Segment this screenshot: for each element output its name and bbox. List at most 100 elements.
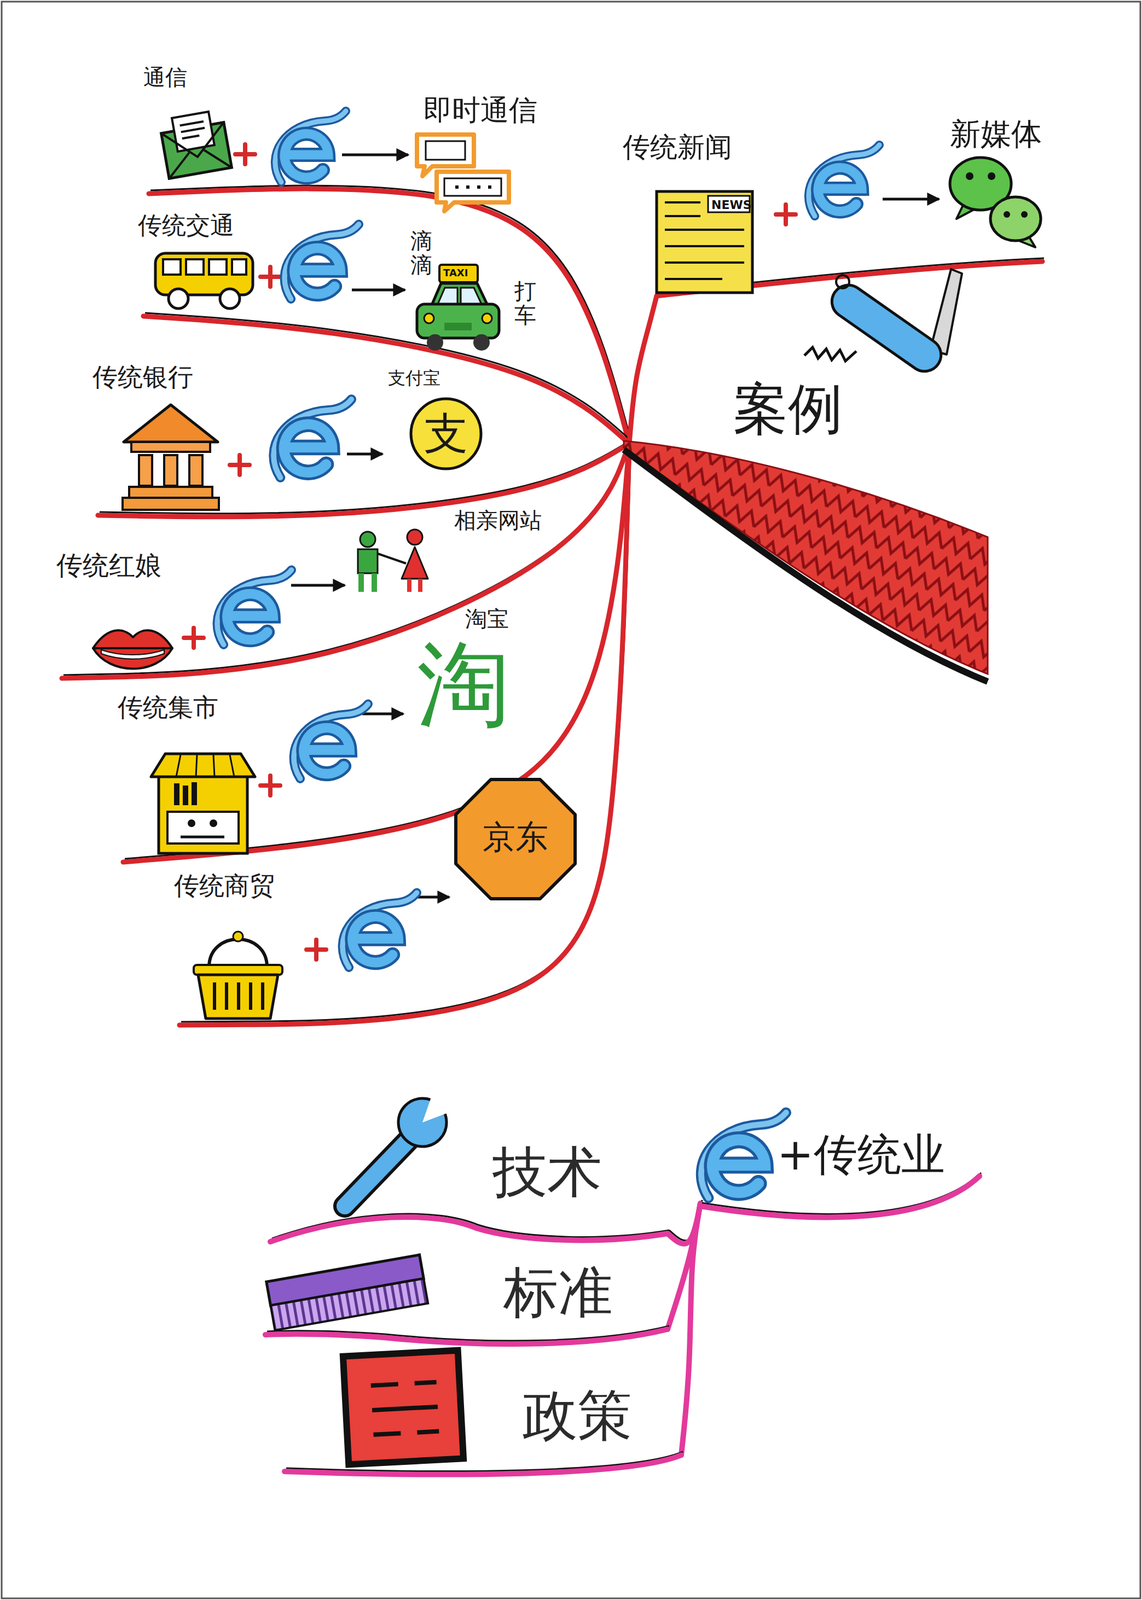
lips-icon	[93, 630, 173, 649]
market-stall-icon	[191, 782, 197, 806]
branch-line	[629, 296, 657, 444]
plus-sign	[235, 144, 255, 165]
policy-book-icon	[343, 1351, 464, 1466]
icon-text: NEWS	[711, 198, 752, 212]
taxi-icon	[424, 313, 434, 324]
basket-icon	[193, 931, 283, 1019]
internet-e-icon	[808, 145, 880, 217]
bank-icon	[129, 487, 213, 498]
branch-line	[681, 1200, 703, 1456]
market-stall-icon	[167, 812, 239, 844]
node-label: 支	[410, 412, 482, 456]
internet-e-icon	[275, 111, 346, 183]
bank-icon	[123, 404, 218, 443]
plus-sign	[775, 204, 796, 225]
plus-sign	[260, 775, 281, 796]
couple-icon	[357, 529, 428, 593]
internet-e-icon	[273, 399, 352, 478]
market-stall-icon	[151, 754, 255, 778]
market-stall-icon	[187, 819, 196, 828]
result-item: 即时通信	[408, 91, 573, 215]
market-stall-icon	[151, 754, 255, 854]
arrow-connector	[882, 198, 939, 201]
node-label: 传统集市	[117, 693, 219, 723]
node-label: 支付宝	[387, 368, 441, 389]
source-item: 传统交通	[132, 204, 352, 317]
lips-icon	[93, 648, 173, 670]
couple-icon	[409, 578, 421, 593]
couple-icon	[377, 553, 407, 564]
source-item: 通信	[137, 61, 342, 194]
node-label: 传统新闻	[622, 131, 733, 164]
couple-icon	[361, 573, 375, 593]
chat-icon	[455, 185, 492, 189]
bus-icon	[219, 288, 240, 309]
lips-icon	[93, 630, 173, 669]
arrow-connector	[351, 288, 405, 292]
branch-line	[97, 443, 630, 518]
bank-icon	[138, 455, 153, 486]
source-item: 传统商贸	[168, 867, 414, 1026]
node-label: 技术	[492, 1140, 602, 1204]
branch-line	[629, 292, 659, 444]
wrench-icon	[344, 1094, 455, 1207]
node-label: 案例	[733, 377, 843, 441]
arrow-connector	[882, 199, 939, 200]
comb-icon	[266, 1255, 428, 1331]
source-item: 传统红娘	[50, 546, 292, 679]
node-label: 政策	[522, 1384, 633, 1448]
arrow-connector	[341, 154, 409, 156]
arrow-connector	[291, 585, 345, 587]
newspaper-icon	[656, 191, 753, 293]
result-item: 相亲网站	[344, 503, 553, 600]
arrow-connector	[346, 454, 383, 455]
band-outline	[270, 1217, 668, 1243]
branch-line	[181, 440, 631, 1023]
bank-icon	[131, 442, 211, 452]
case-branch-band	[623, 441, 988, 682]
internet-e-icon	[293, 704, 369, 780]
node-label: 传统商贸	[174, 871, 275, 901]
basket-icon	[214, 982, 263, 1011]
arrow-connector	[351, 290, 405, 291]
branch-line	[681, 1203, 701, 1456]
internet-e-icon	[217, 570, 292, 646]
node-label: 传统交通	[137, 211, 235, 240]
branch-line	[97, 440, 631, 518]
swiss-knife-icon	[825, 278, 948, 378]
node-label: 标准	[503, 1261, 613, 1325]
couple-icon	[407, 529, 423, 546]
case-branch-band	[623, 441, 988, 675]
node-label: 即时通信	[423, 94, 538, 127]
plus-sign	[229, 455, 250, 475]
couple-icon	[357, 549, 378, 574]
result-item: 滴滴打车	[404, 224, 548, 358]
bus-icon	[163, 259, 181, 275]
basket-icon	[233, 931, 243, 942]
topic-center: +传统业	[700, 1116, 975, 1213]
chat-icon	[416, 134, 509, 212]
bank-icon	[122, 497, 219, 510]
branch-line	[145, 312, 631, 441]
swiss-knife-icon	[836, 275, 850, 289]
newspaper-icon	[656, 191, 753, 293]
branch-band: 技术	[481, 1129, 668, 1237]
alipay-circle	[410, 398, 481, 469]
arrow-connector	[346, 453, 383, 456]
basket-icon	[209, 939, 268, 968]
policy-book-icon	[343, 1351, 464, 1466]
taxi-icon	[482, 313, 492, 324]
market-stall-icon	[180, 836, 225, 839]
node-label: 京东	[449, 820, 582, 854]
node-label: 新媒体	[949, 116, 1042, 152]
node-label: 打车	[514, 279, 537, 328]
taxi-icon	[473, 334, 490, 351]
wechat-icon	[1003, 211, 1011, 218]
branch-line	[700, 1176, 980, 1218]
result-item: 支付宝支	[382, 357, 485, 485]
branch-band: 政策	[511, 1373, 682, 1472]
bus-icon	[155, 253, 253, 309]
